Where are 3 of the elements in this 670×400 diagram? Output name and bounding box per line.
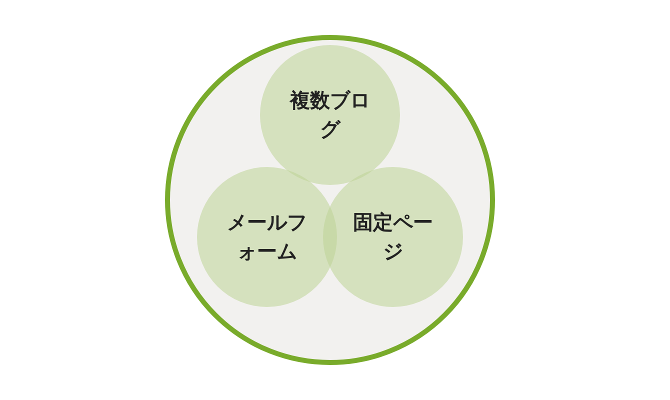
circle-label: 複数ブログ bbox=[289, 87, 371, 143]
circle-label: 固定ページ bbox=[352, 209, 434, 265]
circle-label: メールフォーム bbox=[226, 209, 308, 265]
